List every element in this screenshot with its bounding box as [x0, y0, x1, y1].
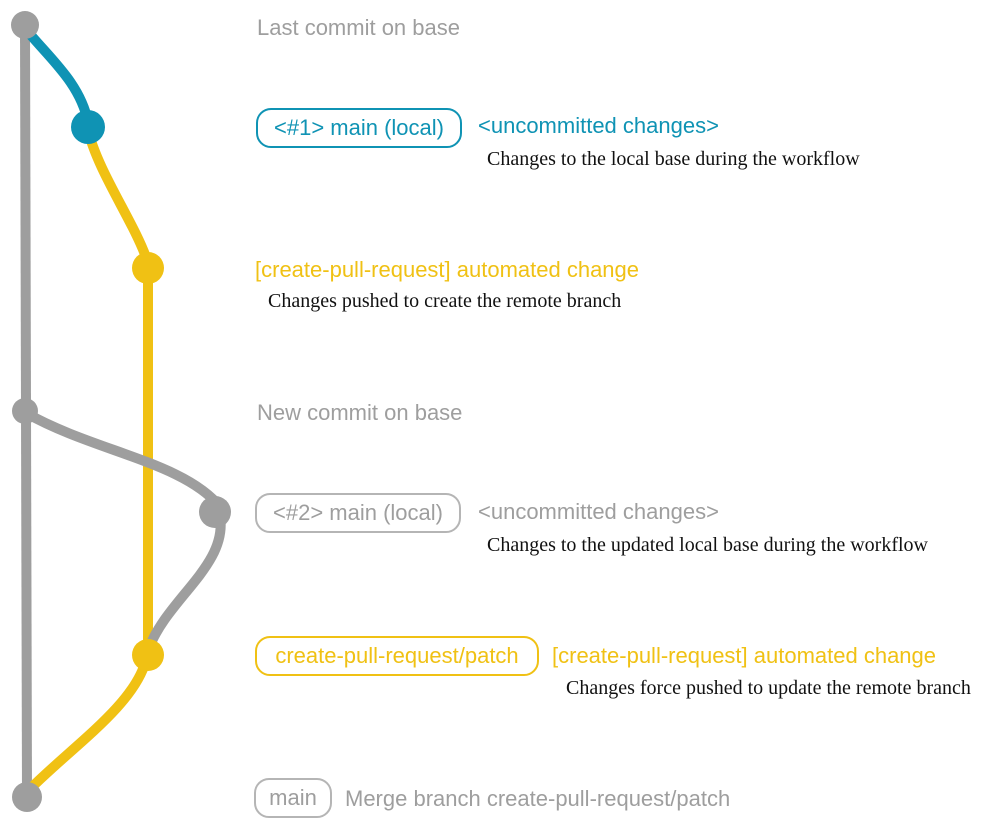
commit-node-automated-change-1	[132, 252, 164, 284]
commit-node-automated-change-2	[132, 639, 164, 671]
branch-label-main: main	[254, 778, 332, 818]
commit-node-last-commit-on-base	[11, 11, 39, 39]
updated-local-main-path-lower	[144, 511, 226, 653]
commit-message-merge-branch: Merge branch create-pull-request/patch	[345, 786, 731, 811]
commit-node-local-main-2	[199, 496, 231, 528]
caption-local-base-changes: Changes to the local base during the wor…	[487, 148, 860, 170]
patch-branch-merge-path	[22, 655, 151, 797]
branch-label-create-pull-request-patch: create-pull-request/patch	[255, 636, 539, 676]
caption-updated-local-base-changes: Changes to the updated local base during…	[487, 534, 928, 556]
last-commit-heading: Last commit on base	[257, 15, 460, 40]
branch-label-main-local-2: <#2> main (local)	[255, 493, 461, 533]
new-commit-heading: New commit on base	[257, 400, 463, 425]
patch-branch-path-upper	[83, 125, 152, 265]
local-main-branch-path	[19, 22, 93, 127]
uncommitted-changes-label-2: <uncommitted changes>	[478, 499, 719, 524]
caption-pushed-create-remote: Changes pushed to create the remote bran…	[268, 290, 622, 312]
commit-graph	[11, 11, 231, 812]
commit-message-automated-change-2: [create-pull-request] automated change	[552, 643, 937, 668]
commit-node-new-commit-on-base	[12, 398, 38, 424]
caption-force-pushed-update-remote: Changes force pushed to update the remot…	[566, 677, 971, 699]
updated-local-main-path-upper	[21, 408, 226, 513]
uncommitted-changes-label-1: <uncommitted changes>	[478, 113, 719, 138]
commit-node-local-main-1	[71, 110, 105, 144]
commit-node-merge-commit	[12, 782, 42, 812]
commit-message-automated-change-1: [create-pull-request] automated change	[255, 257, 640, 282]
branch-label-main-local-1: <#1> main (local)	[256, 108, 462, 148]
